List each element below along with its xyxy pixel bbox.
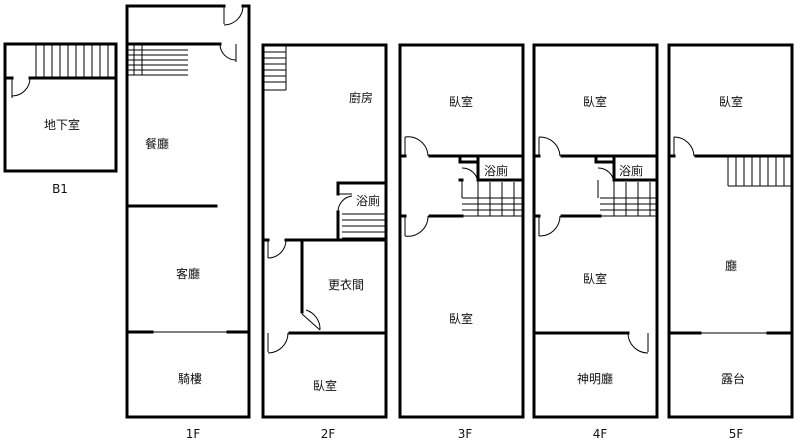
- room-label: 臥室: [449, 311, 473, 326]
- room-label: 浴廁: [619, 163, 643, 178]
- stairs: [342, 213, 386, 239]
- floor-label-5f: 5F: [729, 427, 744, 441]
- stairs: [600, 182, 657, 217]
- door: [301, 309, 321, 331]
- floor-5f: 臥室 廳 露台 5F: [667, 43, 794, 441]
- stairs: [727, 156, 792, 187]
- floor-2f: 廚房 浴廁 更衣間 臥室 2F: [261, 43, 388, 441]
- floor-label-1f: 1F: [186, 427, 201, 441]
- room-label: 臥室: [719, 94, 743, 109]
- room-label: 地下室: [44, 117, 80, 132]
- door: [219, 43, 237, 62]
- floor-label-3f: 3F: [458, 427, 473, 441]
- stairs: [28, 44, 118, 80]
- door: [538, 136, 561, 157]
- door: [404, 136, 429, 157]
- room-label: 浴廁: [356, 193, 380, 208]
- floor-b1: 地下室 B1: [3, 42, 118, 196]
- room-label: 更衣間: [328, 277, 364, 292]
- room-label: 廚房: [349, 90, 373, 105]
- room-label: 露台: [721, 371, 745, 386]
- stairs: [263, 45, 287, 91]
- room-label: 臥室: [583, 94, 607, 109]
- bathroom: [336, 181, 388, 242]
- bathroom: [594, 154, 659, 198]
- floor-label-4f: 4F: [593, 427, 608, 441]
- room-label: 浴廁: [484, 163, 508, 178]
- door: [404, 215, 429, 237]
- room-label: 臥室: [449, 94, 473, 109]
- floor-4f: 臥室 浴廁 臥室 神明廳 4F: [532, 43, 659, 441]
- stairs: [462, 182, 523, 217]
- room-label: 騎樓: [178, 371, 202, 386]
- stairs: [127, 44, 188, 76]
- room-label: 神明廳: [577, 371, 613, 386]
- floor-1f: 餐廳 客廳 騎樓 1F: [125, 4, 251, 441]
- door: [627, 332, 649, 354]
- door: [673, 136, 695, 157]
- door: [267, 332, 289, 354]
- door: [223, 5, 244, 26]
- floor-label-b1: B1: [52, 182, 68, 196]
- room-label: 臥室: [583, 271, 607, 286]
- room-label: 餐廳: [145, 136, 169, 151]
- door: [538, 215, 561, 237]
- bathroom: [458, 154, 525, 198]
- door: [3, 76, 31, 98]
- room-label: 臥室: [313, 378, 337, 393]
- floor-label-2f: 2F: [321, 427, 336, 441]
- room-label: 客廳: [176, 266, 200, 281]
- door: [267, 239, 287, 259]
- floor-3f: 臥室 浴廁 臥室 3F: [398, 43, 525, 441]
- room-label: 廳: [725, 258, 737, 273]
